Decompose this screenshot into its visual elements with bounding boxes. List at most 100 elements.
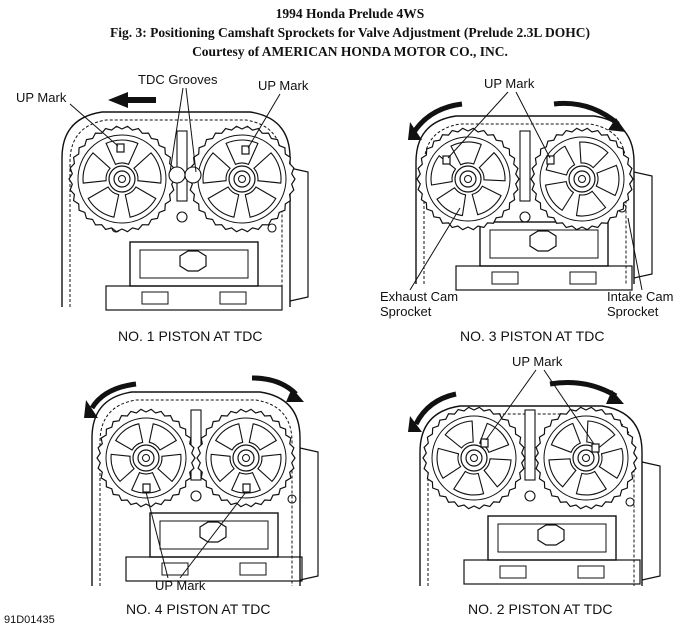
rotation-arrow-shaft: [411, 101, 463, 134]
sprocket-bolt: [113, 170, 131, 188]
label-tdc-grooves: TDC Grooves: [138, 72, 218, 87]
sprocket-window: [110, 453, 135, 483]
sprocket-window: [210, 453, 235, 483]
sprocket-rim: [539, 136, 625, 222]
leader-line: [185, 87, 197, 173]
rotation-arrow-intake: [251, 375, 304, 402]
hex-bolt: [537, 524, 565, 546]
leader-line: [543, 369, 595, 445]
mount-bolt-right: [287, 494, 297, 504]
sprocket-rim: [77, 134, 167, 224]
sprocket-rim: [425, 136, 511, 222]
sprocket-bolt-center: [470, 454, 478, 462]
leader-line: [447, 91, 509, 159]
sprocket-window: [157, 453, 182, 483]
bracket-right: [569, 271, 597, 285]
sprocket-window: [214, 423, 244, 451]
rotation-arrow-exhaust: [408, 101, 463, 140]
rotation-arrow-head: [408, 122, 422, 140]
leader-line: [627, 217, 643, 291]
engine-housing: [91, 391, 301, 586]
leader-line: [409, 207, 461, 291]
direction-arrow-left: [108, 92, 156, 108]
exhaust-cam-sprocket: [416, 127, 520, 231]
up-mark: [241, 145, 250, 155]
sprocket-bolt: [573, 170, 591, 188]
center-post: [524, 409, 536, 481]
center-post: [519, 130, 531, 202]
figure-header: 1994 Honda Prelude 4WS Fig. 3: Positioni…: [0, 4, 700, 61]
sprocket-window: [207, 186, 240, 218]
side-cover: [641, 461, 661, 581]
bracket-left: [141, 291, 169, 305]
exhaust-cam-sprocket: [68, 125, 176, 233]
label-up-mark: UP Mark: [155, 578, 206, 593]
sprocket-window: [548, 458, 577, 488]
leader-line: [169, 87, 184, 173]
leader-line: [515, 91, 551, 159]
sprocket-window: [575, 470, 607, 496]
sprocket-window: [253, 152, 282, 184]
leader-line: [69, 103, 119, 147]
sprocket-window: [575, 190, 607, 217]
caption-piston-3: NO. 3 PISTON AT TDC: [460, 328, 605, 344]
sprocket-window: [257, 453, 282, 483]
oil-pan-flange: [125, 556, 303, 582]
rotation-arrow-shaft: [413, 391, 457, 426]
sprocket-rim: [431, 415, 517, 501]
block-recess: [497, 523, 607, 553]
leader-line: [485, 369, 537, 441]
sprocket-window: [471, 185, 502, 216]
sprocket-window: [87, 186, 120, 218]
center-bolt: [524, 490, 536, 502]
rotation-arrow-intake: [553, 100, 626, 132]
block-recess: [159, 520, 269, 550]
sprocket-bolt: [465, 449, 483, 467]
sprocket-bolt-center: [238, 175, 246, 183]
sprocket-rim: [543, 415, 629, 501]
sprocket-window: [550, 422, 582, 454]
sprocket-window: [114, 423, 144, 451]
sprocket-window: [230, 471, 262, 494]
rotation-arrow-shaft: [549, 380, 618, 399]
sprocket-window: [595, 164, 620, 197]
sprocket-window: [453, 470, 485, 496]
rotation-arrow-head: [286, 388, 304, 402]
up-mark: [591, 443, 600, 453]
engine-diagram-piston-3: [408, 91, 653, 291]
header-title: 1994 Honda Prelude 4WS: [275, 6, 425, 21]
intake-cam-sprocket: [196, 408, 296, 508]
tdc-groove-right: [184, 166, 202, 184]
up-mark: [546, 155, 555, 165]
leader-line: [179, 491, 247, 579]
intake-cam-sprocket: [188, 125, 296, 233]
engine-diagram-piston-1: [61, 87, 309, 311]
up-mark: [242, 483, 251, 493]
sprocket-bolt-center: [242, 454, 250, 462]
up-mark: [442, 155, 451, 165]
mount-bolt-right: [625, 497, 635, 507]
intake-cam-sprocket: [530, 127, 634, 231]
cylinder-block: [129, 241, 259, 287]
center-bolt: [519, 211, 531, 223]
mount-bolt-right: [267, 223, 277, 233]
leader-line: [145, 491, 169, 579]
sprocket-bolt: [137, 449, 155, 467]
oil-pan-flange: [455, 265, 633, 291]
sprocket-window: [148, 423, 178, 451]
center-bolt: [190, 490, 202, 502]
exhaust-cam-sprocket: [422, 406, 526, 510]
sprocket-window: [248, 423, 278, 451]
sprocket-window: [483, 458, 512, 488]
bracket-left: [161, 562, 189, 576]
hex-bolt: [529, 230, 557, 252]
rotation-arrow-head: [606, 390, 624, 404]
rotation-arrow-shaft: [553, 100, 620, 126]
sprocket-window: [82, 152, 111, 184]
center-bolt: [176, 211, 188, 223]
oil-pan-flange: [463, 559, 641, 585]
center-post: [176, 130, 188, 202]
sprocket-rim: [205, 417, 287, 499]
